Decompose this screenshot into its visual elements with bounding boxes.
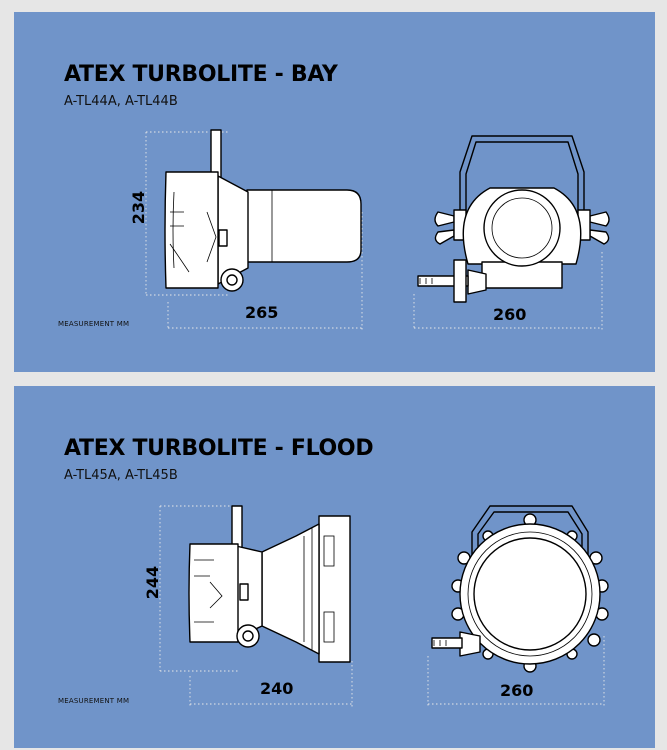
flood-side-width-dimension: 240 [260, 679, 294, 698]
flood-dimension-lines [159, 505, 605, 708]
flood-height-dimension: 244 [143, 565, 163, 600]
product-panel-bay: ATEX TURBOLITE - BAY A-TL44A, A-TL44B ME… [14, 12, 655, 372]
measurement-note: MEASUREMENT MM [58, 697, 130, 705]
flood-drawings [159, 505, 609, 708]
bay-height-dimension: 234 [129, 190, 149, 225]
bay-front-width-dimension: 260 [493, 305, 527, 324]
flood-front-view [431, 505, 609, 673]
bay-drawings [145, 129, 610, 330]
measurement-note: MEASUREMENT MM [58, 320, 130, 328]
bay-front-view [417, 135, 610, 303]
flood-side-view [188, 505, 351, 663]
product-models: A-TL45A, A-TL45B [64, 468, 178, 483]
bay-side-view [164, 129, 362, 292]
product-title: ATEX TURBOLITE - FLOOD [64, 436, 374, 461]
product-title: ATEX TURBOLITE - BAY [64, 62, 338, 87]
flood-front-width-dimension: 260 [500, 681, 534, 700]
product-models: A-TL44A, A-TL44B [64, 94, 178, 109]
bay-side-width-dimension: 265 [245, 303, 279, 322]
product-panel-flood: ATEX TURBOLITE - FLOOD A-TL45A, A-TL45B … [14, 386, 655, 748]
